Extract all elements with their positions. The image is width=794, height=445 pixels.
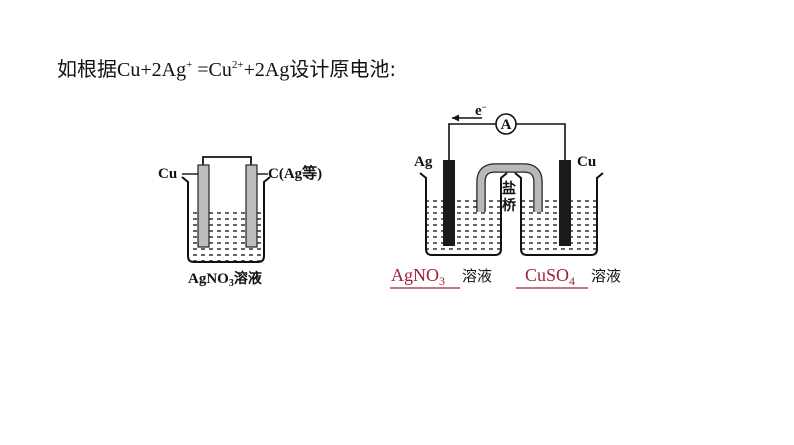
c-ag-label: C(Ag等) bbox=[268, 164, 322, 182]
galvanic-cell: A e− 盐 桥 Ag Cu AgNO3 溶液 CuSO4 溶液 bbox=[390, 102, 621, 289]
title-formula-1: Cu+2Ag bbox=[117, 59, 187, 81]
electron-label: e− bbox=[475, 102, 487, 119]
title-sup-2: 2+ bbox=[231, 59, 244, 71]
left-cell-beaker bbox=[181, 176, 271, 263]
ag-electrode bbox=[443, 160, 455, 246]
cuso4-suffix: 溶液 bbox=[591, 267, 621, 285]
agno3-beaker bbox=[419, 172, 508, 256]
page-title: 如根据Cu+2Ag+ =Cu2++2Ag设计原电池: bbox=[57, 53, 396, 82]
left-cell-wire bbox=[202, 156, 252, 165]
cuso4-answer: CuSO4 bbox=[525, 265, 575, 288]
title-formula-2: =Cu bbox=[192, 59, 232, 81]
cu-label: Cu bbox=[158, 166, 177, 182]
agno3-answer: AgNO3 bbox=[391, 265, 445, 288]
ag-label: Ag bbox=[414, 154, 433, 170]
salt-bridge-label-1: 盐 bbox=[502, 180, 516, 197]
electron-arrow-icon bbox=[452, 114, 459, 122]
carbon-electrode bbox=[245, 164, 258, 248]
external-wire bbox=[448, 123, 566, 160]
cu-right-label: Cu bbox=[577, 154, 596, 170]
left-solution-label: AgNO3溶液 bbox=[188, 270, 263, 289]
title-formula-3: +2Ag bbox=[243, 59, 290, 81]
salt-bridge bbox=[477, 164, 542, 212]
title-suffix: 设计原电池: bbox=[289, 57, 397, 81]
cu-electrode bbox=[197, 164, 210, 248]
ammeter-icon bbox=[495, 113, 517, 135]
cuso4-beaker bbox=[514, 172, 604, 256]
ammeter-label: A bbox=[501, 117, 512, 133]
simple-cell: Cu C(Ag等) AgNO3溶液 bbox=[158, 156, 322, 289]
cu-electrode-right bbox=[559, 160, 571, 246]
agno3-solution bbox=[427, 197, 501, 254]
title-prefix: 如根据 bbox=[57, 57, 117, 81]
salt-bridge-label-2: 桥 bbox=[502, 197, 517, 214]
title-sup-1: + bbox=[186, 59, 193, 71]
agno3-suffix: 溶液 bbox=[462, 267, 492, 285]
